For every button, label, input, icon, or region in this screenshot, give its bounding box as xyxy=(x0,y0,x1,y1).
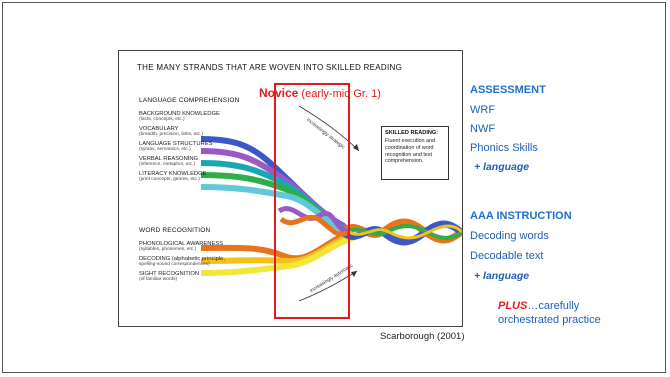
wr-item-sight-recognition: SIGHT RECOGNITION (of familiar words) xyxy=(139,271,200,283)
instruction-heading: AAA INSTRUCTION xyxy=(470,210,572,222)
lc-item-language-structures: LANGUAGE STRUCTURES (syntax, semantics, … xyxy=(139,141,213,153)
lc-item-literacy-knowledge: LITERACY KNOWLEDGE (print concepts, genr… xyxy=(139,171,207,183)
skilled-reading-box: SKILLED READING: Fluent execution and co… xyxy=(381,126,449,180)
lc-item-verbal-reasoning: VERBAL REASONING (inference, metaphor, e… xyxy=(139,156,199,168)
citation: Scarborough (2001) xyxy=(380,331,465,342)
assessment-heading: ASSESSMENT xyxy=(470,84,546,96)
novice-label: Novice (early-mid Gr. 1) xyxy=(259,86,381,100)
language-comprehension-heading: LANGUAGE COMPREHENSION xyxy=(139,97,240,104)
assessment-item-phonics: Phonics Skills xyxy=(470,142,538,154)
instruction-item-decoding-words: Decoding words xyxy=(470,230,549,242)
assessment-item-nwf: NWF xyxy=(470,123,496,135)
braided-rope xyxy=(277,206,462,246)
wr-item-phonological-awareness: PHONOLOGICAL AWARENESS (syllables, phone… xyxy=(139,241,224,253)
lc-item-vocabulary: VOCABULARY (breadth, precision, links, e… xyxy=(139,126,203,138)
lc-item-background-knowledge: BACKGROUND KNOWLEDGE (facts, concepts, e… xyxy=(139,111,220,123)
word-recognition-heading: WORD RECOGNITION xyxy=(139,227,211,234)
wr-item-decoding: DECODING (alphabetic principle, spelling… xyxy=(139,256,226,268)
reading-rope-figure: THE MANY STRANDS THAT ARE WOVEN INTO SKI… xyxy=(118,50,463,327)
instruction-item-decodable-text: Decodable text xyxy=(470,250,544,262)
plus-keyword: PLUS xyxy=(498,300,528,312)
instruction-extra: + language xyxy=(474,270,530,282)
assessment-extra: + language xyxy=(474,161,530,173)
plus-note: PLUS…carefully orchestrated practice xyxy=(498,300,601,326)
figure-title: THE MANY STRANDS THAT ARE WOVEN INTO SKI… xyxy=(137,63,403,72)
rope-strands xyxy=(200,105,462,302)
novice-highlight-box xyxy=(274,83,350,319)
assessment-item-wrf: WRF xyxy=(470,104,496,116)
skilled-reading-heading: SKILLED READING: xyxy=(385,130,439,136)
